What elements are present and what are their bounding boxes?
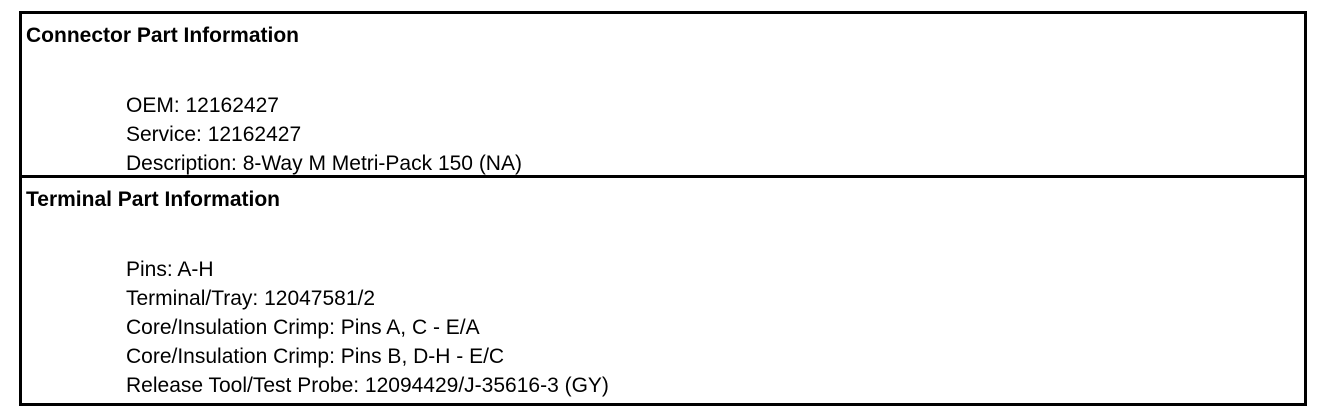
connector-part-section: Connector Part Information OEM: 12162427… xyxy=(22,14,1304,178)
terminal-tray-line: Terminal/Tray: 12047581/2 xyxy=(126,287,376,310)
terminal-part-section: Terminal Part Information Pins: A-H Term… xyxy=(22,178,1304,403)
terminal-part-details: Pins: A-H Terminal/Tray: 12047581/2 Core… xyxy=(126,255,609,400)
crimp-line-b-d-h: Core/Insulation Crimp: Pins B, D-H - E/C xyxy=(126,345,505,368)
connector-part-details: OEM: 12162427 Service: 12162427 Descript… xyxy=(126,91,522,178)
crimp-line-a-c: Core/Insulation Crimp: Pins A, C - E/A xyxy=(126,316,480,339)
part-information-table: Connector Part Information OEM: 12162427… xyxy=(19,11,1307,406)
connector-part-heading: Connector Part Information xyxy=(26,24,300,47)
service-line: Service: 12162427 xyxy=(126,123,302,146)
description-line: Description: 8-Way M Metri-Pack 150 (NA) xyxy=(126,152,522,175)
pins-line: Pins: A-H xyxy=(126,258,214,281)
terminal-part-heading: Terminal Part Information xyxy=(26,188,280,211)
oem-line: OEM: 12162427 xyxy=(126,94,279,117)
release-tool-line: Release Tool/Test Probe: 12094429/J-3561… xyxy=(126,374,609,397)
